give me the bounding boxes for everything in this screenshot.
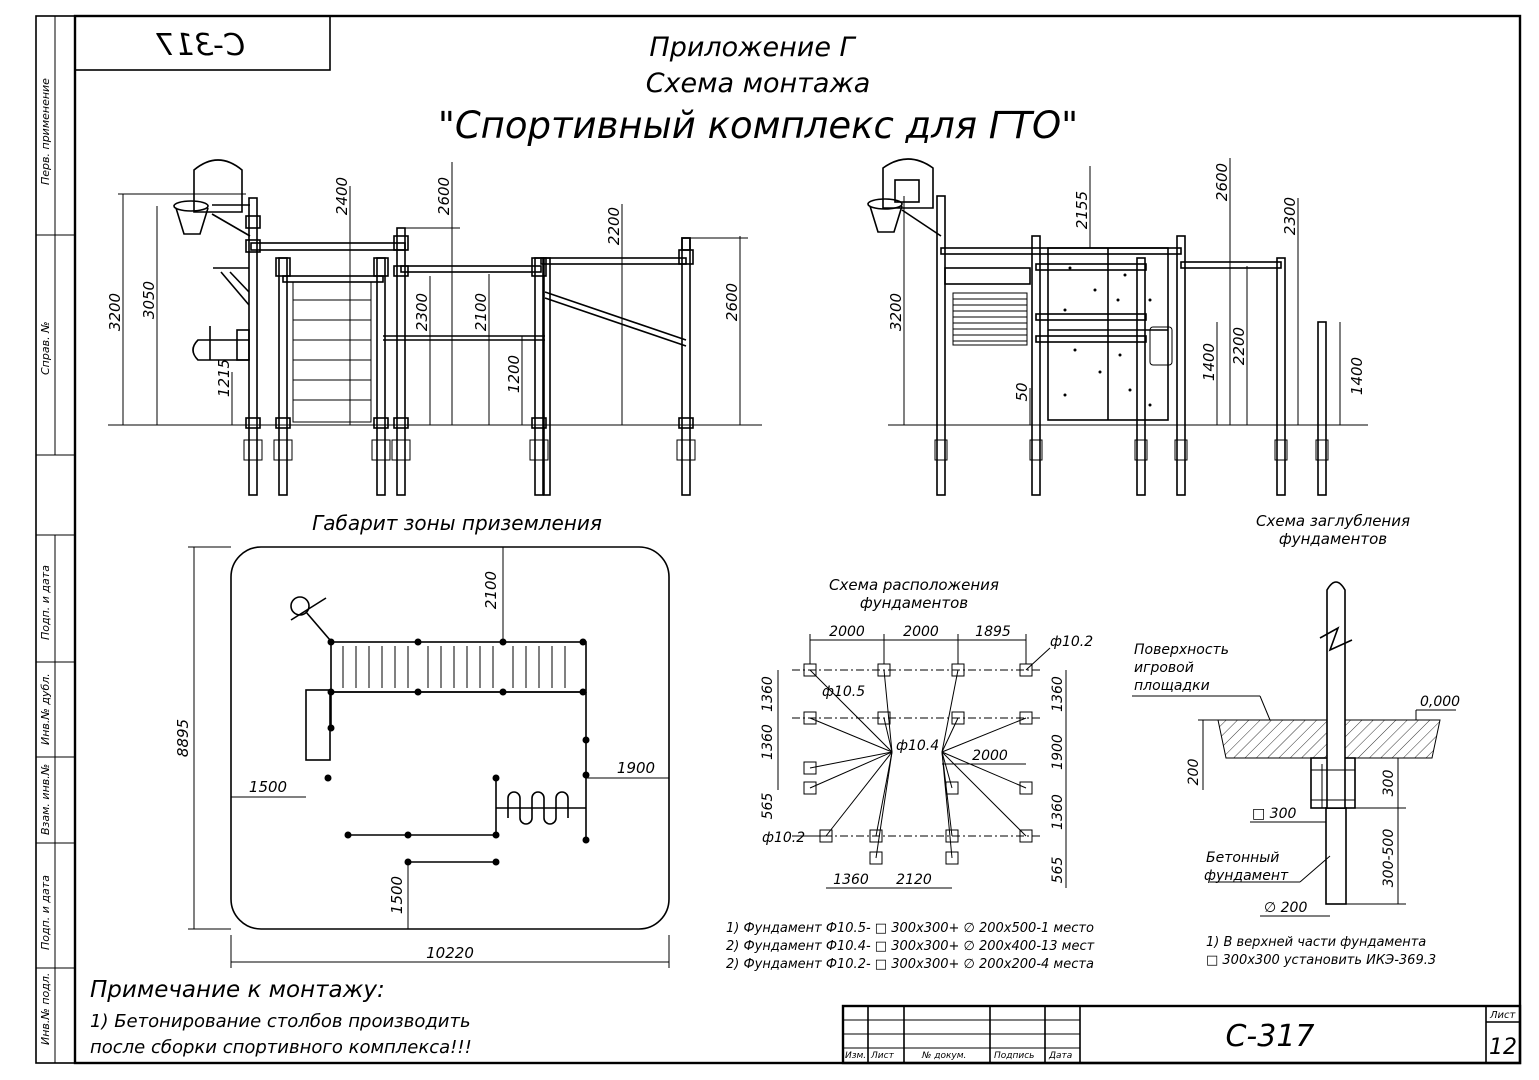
layout-label-3: ф10.2 (762, 830, 805, 846)
layout-top-dim-0: 2000 (829, 624, 865, 640)
front-view: 3200 3050 1215 2400 2600 2300 2100 1200 … (106, 159, 762, 496)
tb-code: С-317 (1225, 1019, 1314, 1054)
zone-dim-2: 1500 (249, 778, 287, 796)
mounting-note-line2: после сборки спортивного комплекса!!! (90, 1037, 472, 1058)
layout-note-0: 1) Фундамент Ф10.5- □ 300х300+ ∅ 200х500… (726, 921, 1094, 936)
layout-top-dim-1: 2000 (903, 624, 939, 640)
side-stamp-6: Инв.№ подл. (39, 973, 52, 1045)
layout-mid-dim: 2000 (972, 748, 1008, 764)
layout-top-dim-2: 1895 (975, 624, 1011, 640)
stamp-mirrored: С-317 (156, 28, 245, 63)
front-dim-1: 3050 (140, 281, 158, 319)
side-stamp-1: Справ. № (39, 321, 52, 375)
mounting-note: Примечание к монтажу: 1) Бетонирование с… (90, 977, 472, 1058)
layout-right-dim-2: 1360 (1050, 794, 1066, 830)
stamp-box (74, 15, 331, 71)
layout-title-2: фундаментов (860, 594, 968, 612)
side-dim-0: 3200 (887, 293, 905, 331)
tb-col-2: № докум. (921, 1051, 966, 1061)
surface-label-0: Поверхность (1134, 642, 1229, 658)
layout-title-1: Схема расположения (829, 576, 999, 594)
front-dim-7: 1200 (505, 355, 523, 393)
surface-label-1: игровой (1134, 660, 1194, 676)
side-dim-2: 2600 (1213, 163, 1231, 201)
tb-col-0: Изм. (845, 1051, 866, 1061)
depth-title-1: Схема заглубления (1256, 512, 1410, 530)
side-stamp-4: Взам. инв.№ (39, 764, 52, 835)
layout-note-1: 2) Фундамент Ф10.4- □ 300х300+ ∅ 200х400… (726, 939, 1095, 954)
front-dim-4: 2600 (435, 177, 453, 215)
title-line3: "Спортивный комплекс для ГТО" (438, 104, 1078, 147)
level-label: 0,000 (1420, 694, 1460, 710)
side-stamp-2: Подп. и дата (39, 565, 52, 640)
surface-label-2: площадки (1134, 678, 1210, 694)
layout-right-dim-1: 1900 (1050, 734, 1066, 770)
front-dim-9: 2600 (723, 283, 741, 321)
front-dim-3: 2400 (333, 177, 351, 215)
zone-dim-3: 1900 (617, 759, 655, 777)
layout-bottom-dim-1: 2120 (896, 872, 932, 888)
layout-left-dim-2: 565 (760, 793, 776, 820)
depth-title-2: фундаментов (1279, 530, 1387, 548)
side-stamp-0: Перв. применение (39, 78, 52, 185)
side-dim-3: 2300 (1281, 197, 1299, 235)
zone-dim-0: 2100 (482, 571, 500, 609)
side-dim-7: 1400 (1348, 357, 1366, 395)
depth-dim-2: 300-500 (1381, 829, 1397, 888)
side-dim-5: 1400 (1200, 343, 1218, 381)
front-dim-0: 3200 (106, 293, 124, 331)
foundation-layout: Схема расположения фундаментов (726, 576, 1095, 972)
sheet-frame (35, 14, 1522, 1065)
front-dim-8: 2200 (605, 207, 623, 245)
side-view: 3200 2155 2600 2300 50 1400 2200 1400 (867, 158, 1368, 496)
layout-left-dim-1: 1360 (760, 724, 776, 760)
zone-dim-5: 10220 (426, 944, 474, 962)
tb-sheet-label: Лист (1489, 1010, 1517, 1021)
landing-zone-title: Габарит зоны приземления (312, 511, 602, 535)
depth-scheme: Схема заглубления фундаментов (1132, 512, 1460, 968)
tb-col-1: Лист (870, 1051, 895, 1061)
layout-note-2: 2) Фундамент Ф10.2- □ 300х300+ ∅ 200х200… (726, 957, 1094, 972)
landing-zone: Габарит зоны приземления (174, 511, 670, 968)
front-dim-6: 2100 (472, 293, 490, 331)
front-dim-5: 2300 (413, 293, 431, 331)
layout-bottom-dim-0: 1360 (833, 872, 869, 888)
layout-right-dim-3: 565 (1050, 857, 1066, 884)
depth-note-1: 1) В верхней части фундамента (1206, 935, 1426, 950)
title-block: Изм. Лист № докум. Подпись Дата Лист С-3… (841, 1004, 1522, 1065)
depth-dim-1: 300 (1381, 770, 1397, 797)
layout-label-2: ф10.4 (896, 738, 939, 754)
side-dim-4: 50 (1013, 382, 1031, 401)
tb-col-3: Подпись (994, 1051, 1034, 1061)
side-dim-1: 2155 (1073, 191, 1091, 229)
mounting-note-title: Примечание к монтажу: (90, 977, 385, 1003)
tb-col-4: Дата (1048, 1051, 1072, 1061)
title-line1: Приложение Г (649, 32, 856, 63)
square-label: □ 300 (1252, 806, 1296, 822)
front-dim-2: 1215 (215, 359, 233, 397)
side-dim-6: 2200 (1230, 327, 1248, 365)
concrete-label-0: Бетонный (1206, 850, 1279, 866)
layout-label-1: ф10.5 (822, 684, 865, 700)
side-stamp-5: Подп. и дата (39, 875, 52, 950)
side-stamps: Перв. применение Справ. № Подп. и дата И… (39, 78, 52, 1045)
side-stamp-3: Инв.№ дубл. (39, 673, 52, 745)
tb-sheet-number: 12 (1489, 1035, 1517, 1060)
zone-dim-1: 8895 (174, 719, 192, 757)
depth-note-2: □ 300х300 установить ИКЭ-369.3 (1206, 953, 1436, 968)
layout-label-0: ф10.2 (1050, 634, 1093, 650)
layout-left-dim-0: 1360 (760, 676, 776, 712)
title-line2: Схема монтажа (646, 68, 871, 99)
diameter-label: ∅ 200 (1264, 900, 1307, 916)
zone-dim-4: 1500 (388, 876, 406, 914)
concrete-label-1: фундамент (1204, 868, 1289, 884)
mounting-note-line1: 1) Бетонирование столбов производить (90, 1011, 471, 1032)
layout-right-dim-0: 1360 (1050, 676, 1066, 712)
depth-dim-0: 200 (1186, 759, 1202, 786)
